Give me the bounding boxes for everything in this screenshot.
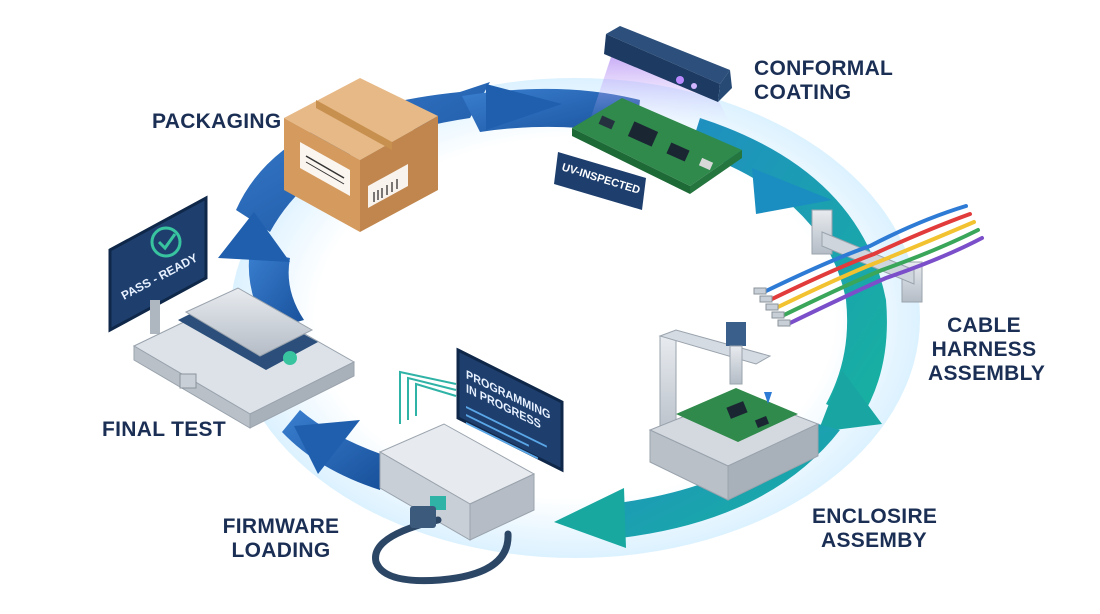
press-frame	[658, 322, 772, 447]
arrow-head-bottom	[554, 488, 626, 548]
label-cable-harness: CABLE HARNESS ASSEMBLY	[928, 314, 1046, 386]
check-icon	[150, 226, 182, 258]
label-conformal-coating: CONFORMAL COATING	[754, 57, 893, 105]
label-packaging: PACKAGING	[152, 110, 281, 134]
serial-cable-icon	[372, 516, 512, 585]
down-arrow-icon	[764, 392, 772, 404]
pcb-coated	[572, 98, 742, 194]
cable-harness-line2: HARNESS	[931, 338, 1037, 361]
arrow-head-top	[486, 84, 562, 130]
arrow-head-right-top	[752, 168, 832, 214]
uv-lamp	[604, 26, 732, 102]
cable-harness-line3: ASSEMBLY	[928, 362, 1046, 385]
enclosure-station	[648, 322, 820, 501]
serial-connector	[410, 506, 436, 528]
conformal-coating-line1: CONFORMAL	[754, 57, 894, 80]
firmware-line1: FIRMWARE	[222, 515, 340, 538]
conformal-coating-line2: COATING	[754, 81, 852, 104]
cable-harness-station	[753, 204, 984, 327]
programmer-device	[378, 423, 536, 541]
packaging-title: PACKAGING	[152, 110, 282, 133]
arrow-head-right	[818, 370, 882, 432]
label-firmware-loading: FIRMWARE LOADING	[222, 515, 340, 563]
harness-wires	[762, 204, 984, 326]
conformal-coating-station: UV-INSPECTED	[554, 26, 742, 210]
shipping-box-icon	[284, 78, 438, 232]
cable-harness-line1: CABLE	[947, 314, 1021, 337]
label-final-test: FINAL TEST	[102, 418, 226, 442]
data-flow-lines	[399, 370, 457, 424]
firmware-line2: LOADING	[231, 539, 331, 562]
checkmark	[157, 233, 177, 251]
arrow-head-left	[218, 212, 290, 262]
firmware-station: PROGRAMMING IN PROGRESS	[372, 347, 564, 585]
programming-monitor: PROGRAMMING IN PROGRESS	[456, 347, 564, 473]
enclosure-line2: ASSEMBY	[821, 529, 927, 552]
label-enclosure-assembly: ENCLOSIRE ASSEMBY	[812, 505, 938, 553]
test-fixture	[132, 287, 356, 429]
wire-connectors	[753, 287, 791, 327]
final-test-title: FINAL TEST	[102, 418, 226, 441]
enclosure-line1: ENCLOSIRE	[812, 505, 938, 528]
arrow-head-bottom-left	[294, 420, 360, 474]
final-test-station: PASS - READY	[108, 195, 356, 429]
